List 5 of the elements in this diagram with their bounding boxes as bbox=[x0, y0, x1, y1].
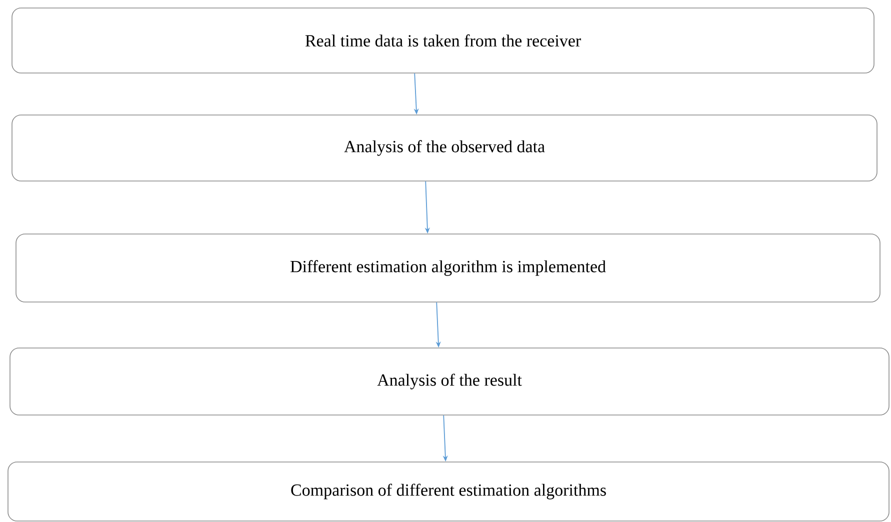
process-box: Different estimation algorithm is implemented bbox=[16, 234, 880, 302]
process-box: Analysis of the result bbox=[10, 348, 890, 416]
process-box: Analysis of the observed data bbox=[12, 114, 878, 182]
process-box: Real time data is taken from the receiver bbox=[12, 8, 874, 74]
process-box: Comparison of different estimation algorithms bbox=[8, 462, 890, 522]
